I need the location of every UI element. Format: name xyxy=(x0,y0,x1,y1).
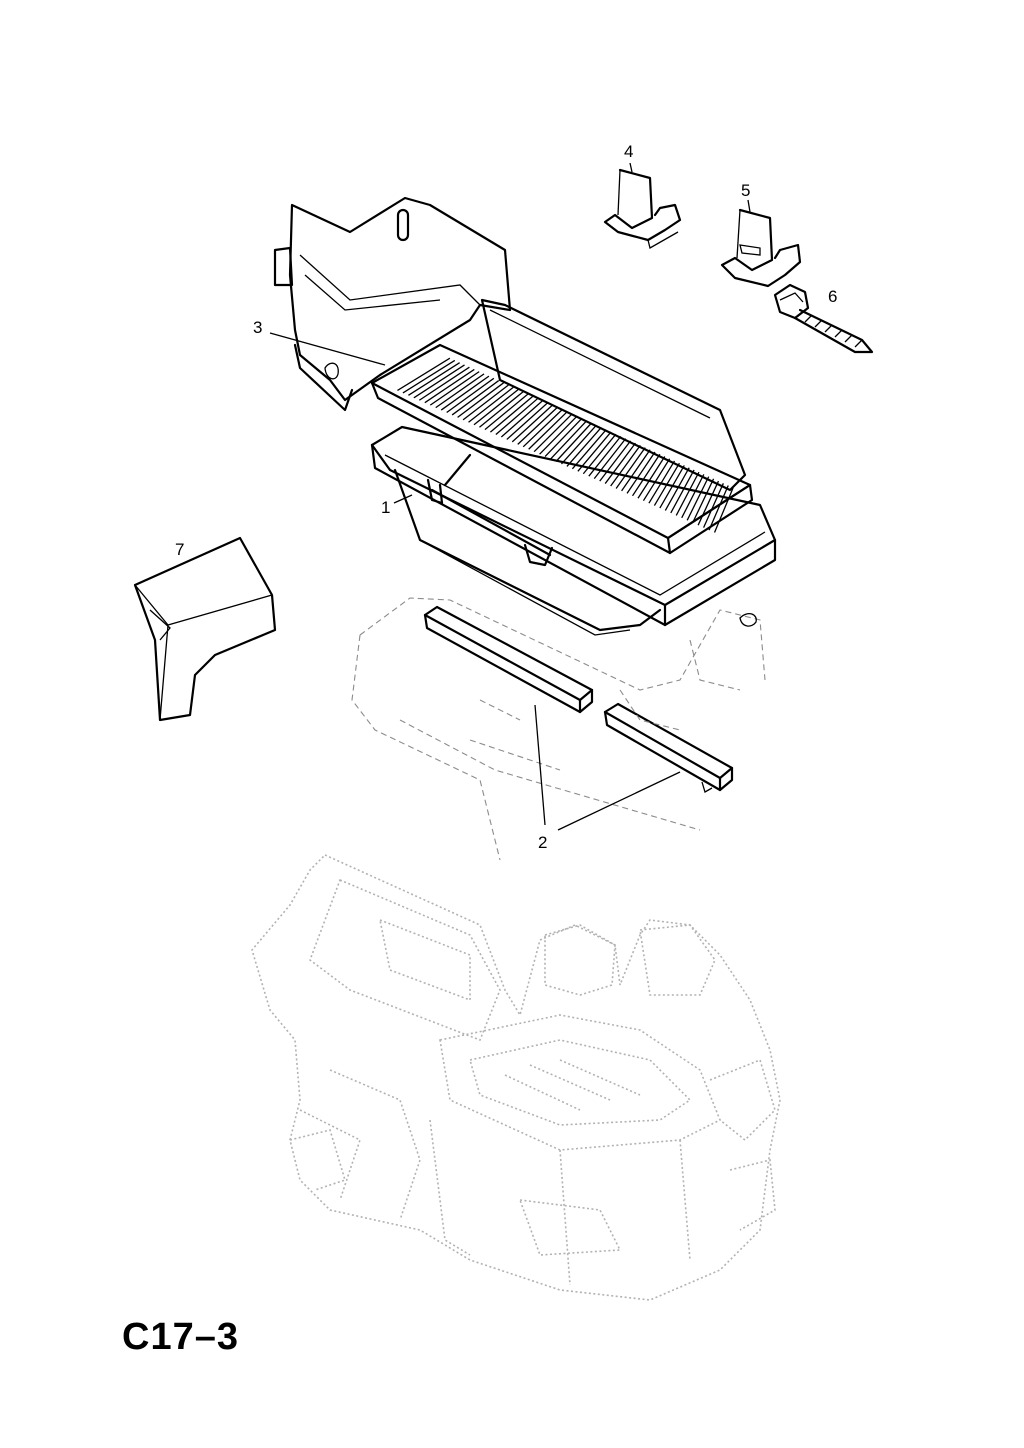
filter-pleat-line xyxy=(435,373,485,409)
screw-part-6 xyxy=(773,283,874,354)
filter-pleat-line xyxy=(599,440,632,482)
filter-pleat-line xyxy=(418,366,470,401)
filter-pleat-line xyxy=(473,388,519,426)
filter-pleat-line xyxy=(686,476,710,521)
filter-pleat-line xyxy=(533,413,573,453)
filter-pleat-line xyxy=(697,480,720,526)
filter-pleat-line xyxy=(457,382,504,418)
heater-body-outline xyxy=(351,597,766,861)
filter-pleat-line xyxy=(571,429,607,470)
filter-pleat-line xyxy=(604,442,636,484)
clip-part-5 xyxy=(720,208,802,288)
filter-pleat-line xyxy=(429,371,480,406)
filter-pleat-line xyxy=(610,444,641,487)
filter-pleat-line xyxy=(397,357,451,392)
filter-pleat-line xyxy=(664,467,690,511)
callout-6: 6 xyxy=(828,287,837,306)
filter-pleat-line xyxy=(675,471,700,516)
filter-pleat-line xyxy=(713,487,734,533)
hvac-assembly-ghost xyxy=(251,854,781,1301)
filter-pleat-line xyxy=(468,386,514,423)
filter-pleat-line xyxy=(692,478,715,524)
filter-pleat-line xyxy=(550,420,588,460)
filter-pleat-line xyxy=(593,438,627,480)
filter-tray-part xyxy=(370,425,777,636)
filter-pleat-line xyxy=(402,359,456,394)
housing-cover-part xyxy=(273,196,512,412)
callout-7: 7 xyxy=(175,540,184,559)
filter-pleat-line xyxy=(495,397,539,436)
filter-pleat-line xyxy=(566,427,602,467)
side-panel-part xyxy=(480,298,747,492)
diagram-reference-code: C17–3 xyxy=(122,1316,239,1358)
filter-pleat-line xyxy=(413,364,465,399)
callout-2: 2 xyxy=(538,833,547,852)
filter-pleat-line xyxy=(560,424,597,465)
pollen-filter-part xyxy=(370,343,754,555)
filter-pleat-line xyxy=(511,404,553,443)
filter-pleat-line xyxy=(681,474,705,519)
filter-pleat-line xyxy=(621,449,651,492)
filter-pleat-line xyxy=(424,368,475,404)
filter-pleat-line xyxy=(489,395,534,433)
filter-pleat-line xyxy=(484,393,529,431)
filter-pleat-line xyxy=(462,384,509,421)
filter-pleat-line xyxy=(555,422,592,462)
filter-pleat-line xyxy=(544,418,583,458)
filter-pleat-line xyxy=(446,377,495,414)
filter-pleat-line xyxy=(577,431,612,472)
callout-5: 5 xyxy=(741,181,750,200)
filter-pleat-line xyxy=(615,447,646,489)
filter-pleat-line xyxy=(637,456,666,499)
filter-pleat-line xyxy=(648,460,676,504)
filter-pleat-line xyxy=(539,415,578,455)
filter-pleat-line xyxy=(506,402,548,440)
filter-pleat-line xyxy=(500,400,544,438)
seal-strip-parts-2 xyxy=(423,605,734,793)
filter-pleat-line xyxy=(528,411,568,450)
clip-part-4 xyxy=(603,168,682,249)
callout-1: 1 xyxy=(381,498,390,517)
filter-pleat-line xyxy=(451,380,500,416)
filter-pleat-line xyxy=(408,362,460,396)
callout-leader-lines xyxy=(269,162,751,831)
filter-pleat-line xyxy=(670,469,695,514)
trim-cover-part-7 xyxy=(133,536,277,722)
callout-3: 3 xyxy=(253,318,262,337)
filter-pleat-line xyxy=(522,409,563,448)
filter-pleat-line xyxy=(631,453,661,497)
filter-pleat-line xyxy=(479,391,524,428)
filter-pleat-line xyxy=(642,458,671,502)
filter-pleat-line xyxy=(517,406,558,445)
callout-4: 4 xyxy=(624,142,633,161)
filter-pleat-line xyxy=(703,483,724,528)
filter-pleat-line xyxy=(708,485,729,531)
filter-pleat-line xyxy=(440,375,490,411)
filter-pleat-line xyxy=(626,451,656,494)
